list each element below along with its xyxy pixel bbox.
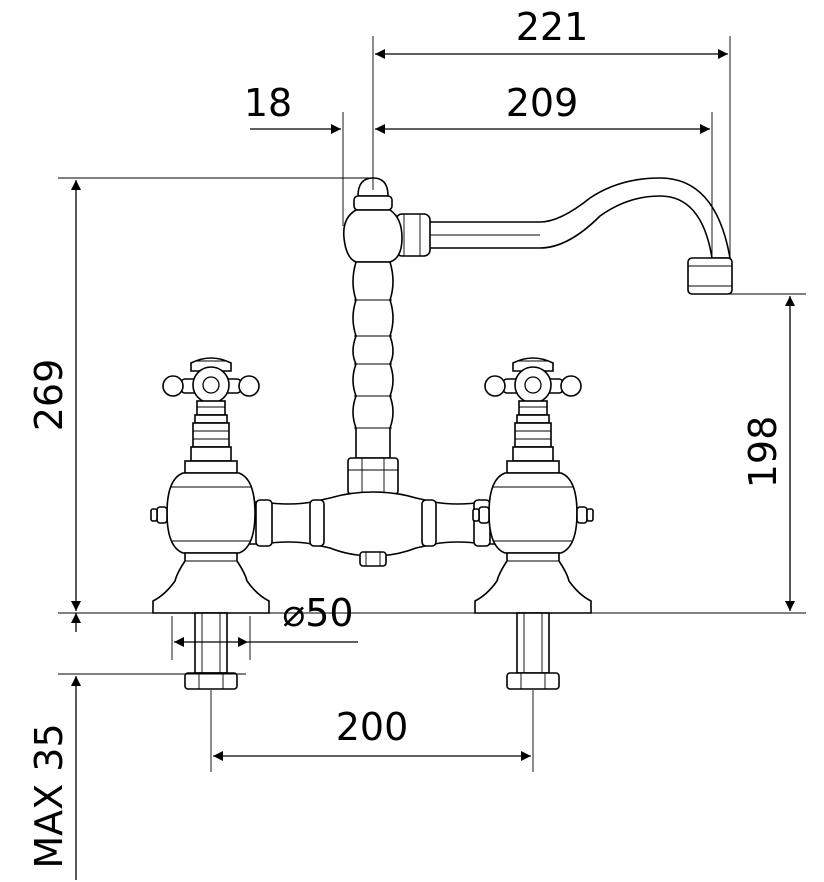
dim-max-deck-thickness: MAX 35: [27, 723, 71, 868]
dim-spout-offset: 18: [244, 81, 292, 125]
dim-tap-centres: 200: [336, 705, 409, 749]
dim-spout-height: 198: [741, 416, 785, 489]
dim-total-height: 269: [27, 359, 71, 432]
dim-base-diameter: ⌀50: [282, 591, 353, 635]
faucet-outline: [150, 177, 733, 690]
dim-spout-reach: 209: [506, 81, 579, 125]
dim-total-reach: 221: [516, 5, 589, 49]
dimension-lines: [58, 36, 806, 880]
